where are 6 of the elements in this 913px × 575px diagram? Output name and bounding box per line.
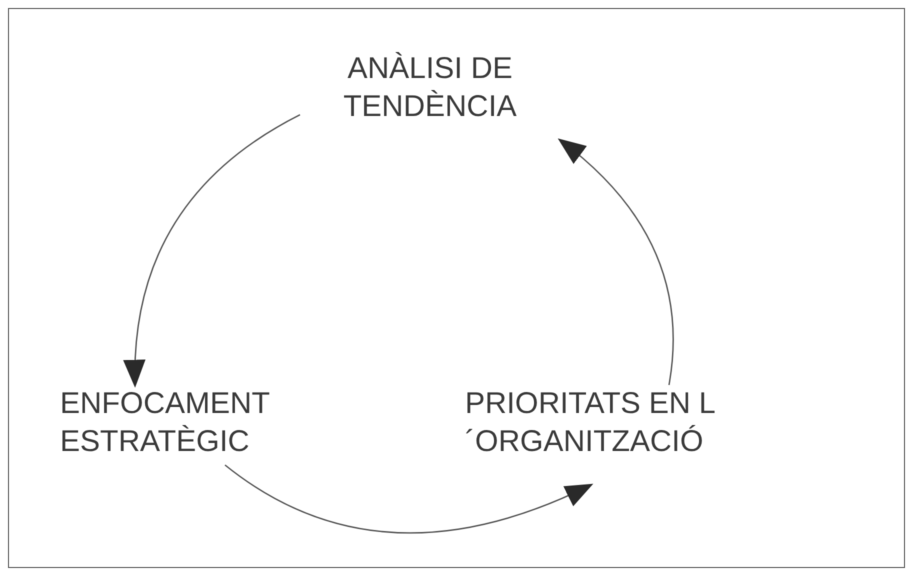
node-label: ENFOCAMENT ESTRATÈGIC	[60, 386, 270, 460]
curved-arrow	[224, 464, 594, 534]
curved-arrow	[124, 114, 300, 388]
node-label: ANÀLISI DE TENDÈNCIA	[342, 51, 518, 125]
curved-arrow	[558, 138, 674, 386]
node-label: PRIORITATS EN L´ORGANITZACIÓ	[465, 386, 717, 460]
